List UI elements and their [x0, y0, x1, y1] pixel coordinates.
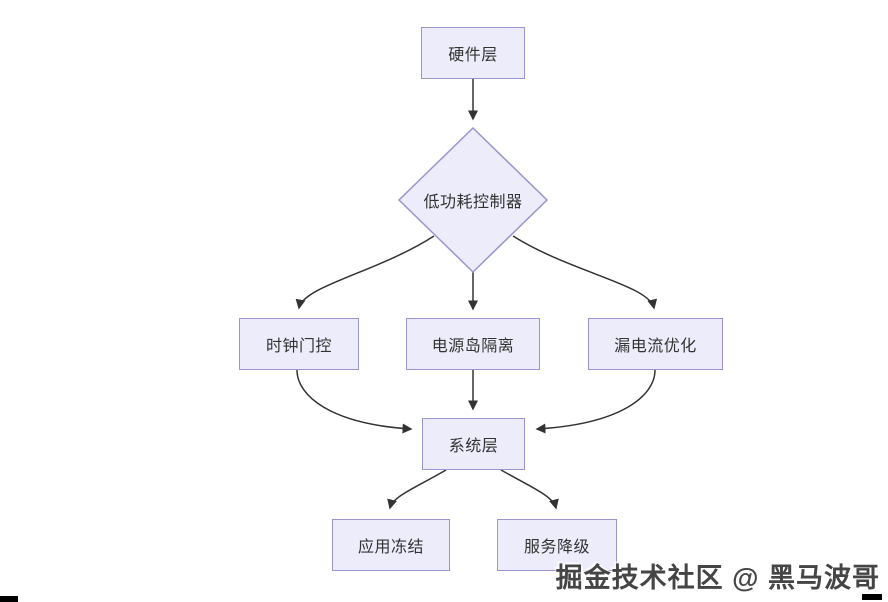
edge-controller-leakage-opt: [512, 235, 658, 310]
crop-mark-bottom-right: [862, 594, 882, 600]
node-clock-gating: 时钟门控: [239, 318, 359, 370]
edge-clock-gating-system: [296, 369, 413, 434]
node-label: 时钟门控: [265, 338, 332, 355]
node-label: 电源岛隔离: [431, 338, 515, 355]
node-app-freeze: 应用冻结: [332, 519, 450, 571]
node-label: 系统层: [448, 438, 499, 455]
node-label: 硬件层: [448, 47, 498, 64]
watermark-text: 掘金技术社区 @ 黑马波哥: [555, 563, 880, 593]
node-label: 漏电流优化: [614, 338, 697, 355]
node-controller-diamond: [397, 126, 549, 274]
node-power-island-isolation: 电源岛隔离: [406, 318, 540, 370]
node-label: 应用冻结: [357, 539, 424, 556]
edge-controller-clock-gating: [295, 235, 435, 310]
edge-system-service-degrade: [500, 469, 559, 510]
node-label: 服务降级: [523, 539, 590, 556]
node-service-degrade: 服务降级: [497, 519, 617, 571]
node-hardware-layer: 硬件层: [421, 27, 525, 79]
edge-leakage-opt-system: [535, 369, 656, 434]
edge-system-app-freeze: [387, 469, 447, 510]
node-leakage-current-optimization: 漏电流优化: [588, 318, 723, 370]
crop-mark-bottom-left: [0, 596, 18, 602]
node-system-layer: 系统层: [422, 418, 525, 470]
